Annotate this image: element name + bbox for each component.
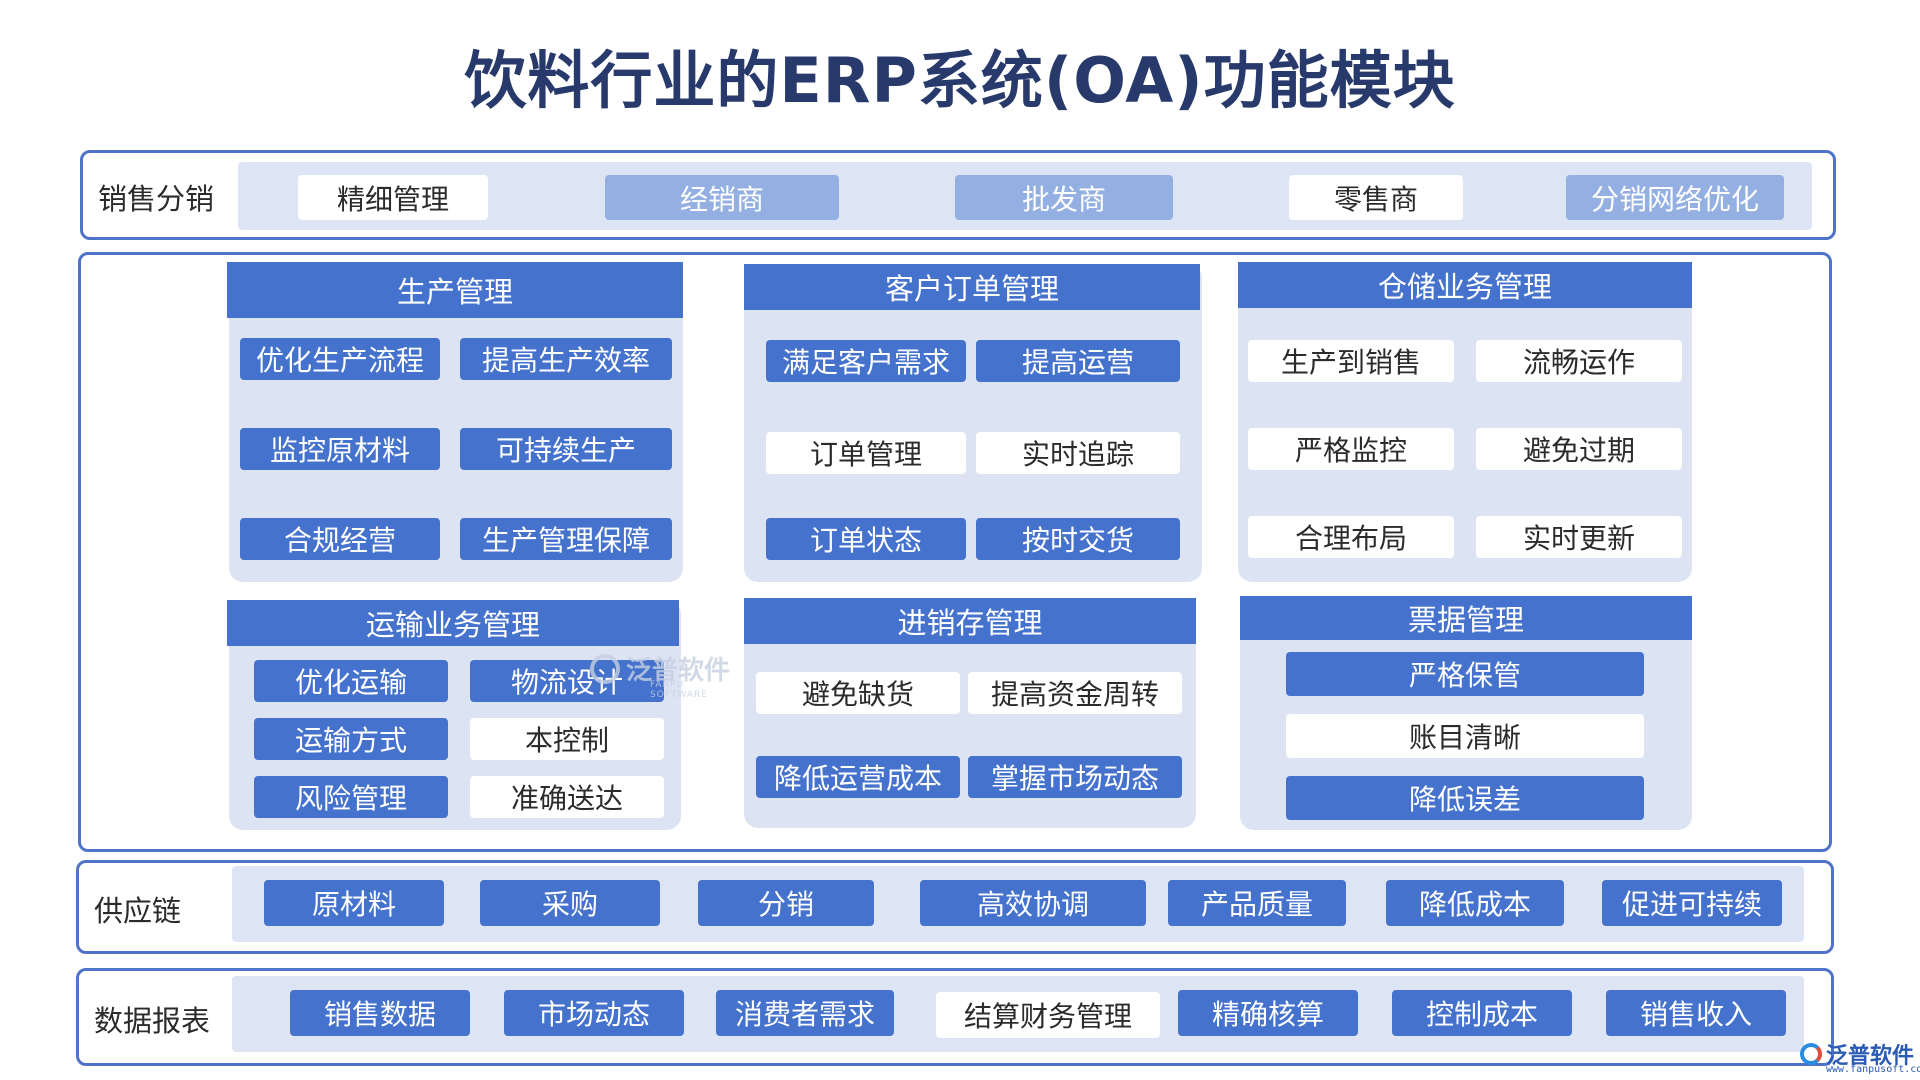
watermark-logo-icon: [590, 653, 620, 684]
supply-row-label: 供应链: [94, 894, 182, 928]
watermark-text: 泛普软件: [626, 656, 731, 686]
orders-item[interactable]: 提高运营: [976, 340, 1180, 382]
orders-item[interactable]: 满足客户需求: [766, 340, 966, 382]
brand-url: www.fanpusoft.com: [1826, 1064, 1920, 1075]
transport-header: 运输业务管理: [227, 600, 679, 646]
invoice-header: 票据管理: [1240, 596, 1692, 640]
inventory-item[interactable]: 提高资金周转: [968, 672, 1182, 714]
page-title: 饮料行业的ERP系统(OA)功能模块: [464, 44, 1456, 117]
orders-item[interactable]: 订单管理: [766, 432, 966, 474]
brand-logo-icon: [1800, 1043, 1822, 1065]
warehouse-item[interactable]: 避免过期: [1476, 428, 1682, 470]
sales-item[interactable]: 零售商: [1289, 175, 1463, 220]
orders-header: 客户订单管理: [744, 264, 1200, 310]
watermark-subtext: FANPU SOFTWARE: [650, 680, 708, 700]
sales-item[interactable]: 精细管理: [298, 175, 488, 220]
supply-item[interactable]: 原材料: [264, 880, 444, 926]
production-item[interactable]: 可持续生产: [460, 428, 672, 470]
reports-item[interactable]: 控制成本: [1392, 990, 1572, 1036]
warehouse-item[interactable]: 生产到销售: [1248, 340, 1454, 382]
warehouse-item[interactable]: 严格监控: [1248, 428, 1454, 470]
warehouse-item[interactable]: 实时更新: [1476, 516, 1682, 558]
transport-item[interactable]: 本控制: [470, 718, 664, 760]
invoice-item[interactable]: 降低误差: [1286, 776, 1644, 820]
invoice-item[interactable]: 账目清晰: [1286, 714, 1644, 758]
reports-item[interactable]: 市场动态: [504, 990, 684, 1036]
warehouse-item[interactable]: 合理布局: [1248, 516, 1454, 558]
supply-item[interactable]: 高效协调: [920, 880, 1146, 926]
production-item[interactable]: 提高生产效率: [460, 338, 672, 380]
transport-item[interactable]: 准确送达: [470, 776, 664, 818]
reports-item[interactable]: 消费者需求: [716, 990, 894, 1036]
supply-item[interactable]: 促进可持续: [1602, 880, 1782, 926]
reports-item[interactable]: 结算财务管理: [936, 992, 1160, 1038]
inventory-item[interactable]: 降低运营成本: [756, 756, 960, 798]
supply-item[interactable]: 降低成本: [1386, 880, 1564, 926]
sales-row-label: 销售分销: [98, 182, 215, 216]
supply-item[interactable]: 产品质量: [1168, 880, 1346, 926]
invoice-item[interactable]: 严格保管: [1286, 652, 1644, 696]
inventory-item[interactable]: 掌握市场动态: [968, 756, 1182, 798]
sales-item[interactable]: 经销商: [605, 175, 839, 220]
production-item[interactable]: 监控原材料: [240, 428, 440, 470]
warehouse-item[interactable]: 流畅运作: [1476, 340, 1682, 382]
watermark: 泛普软件 FANPU SOFTWARE: [590, 650, 731, 700]
production-item[interactable]: 优化生产流程: [240, 338, 440, 380]
transport-item[interactable]: 风险管理: [254, 776, 448, 818]
production-header: 生产管理: [227, 262, 683, 318]
reports-item[interactable]: 销售数据: [290, 990, 470, 1036]
supply-item[interactable]: 采购: [480, 880, 660, 926]
orders-item[interactable]: 按时交货: [976, 518, 1180, 560]
supply-item[interactable]: 分销: [698, 880, 874, 926]
reports-item[interactable]: 精确核算: [1178, 990, 1358, 1036]
inventory-item[interactable]: 避免缺货: [756, 672, 960, 714]
brand-logo: 泛普软件: [1800, 1038, 1914, 1070]
reports-item[interactable]: 销售收入: [1606, 990, 1786, 1036]
warehouse-header: 仓储业务管理: [1238, 262, 1692, 308]
sales-item[interactable]: 分销网络优化: [1566, 175, 1784, 220]
sales-item[interactable]: 批发商: [955, 175, 1173, 220]
reports-row-label: 数据报表: [94, 1004, 211, 1038]
inventory-header: 进销存管理: [744, 598, 1196, 644]
production-item[interactable]: 生产管理保障: [460, 518, 672, 560]
brand-name: 泛普软件: [1826, 1044, 1915, 1069]
transport-item[interactable]: 优化运输: [254, 660, 448, 702]
transport-item[interactable]: 运输方式: [254, 718, 448, 760]
orders-item[interactable]: 订单状态: [766, 518, 966, 560]
orders-item[interactable]: 实时追踪: [976, 432, 1180, 474]
production-item[interactable]: 合规经营: [240, 518, 440, 560]
